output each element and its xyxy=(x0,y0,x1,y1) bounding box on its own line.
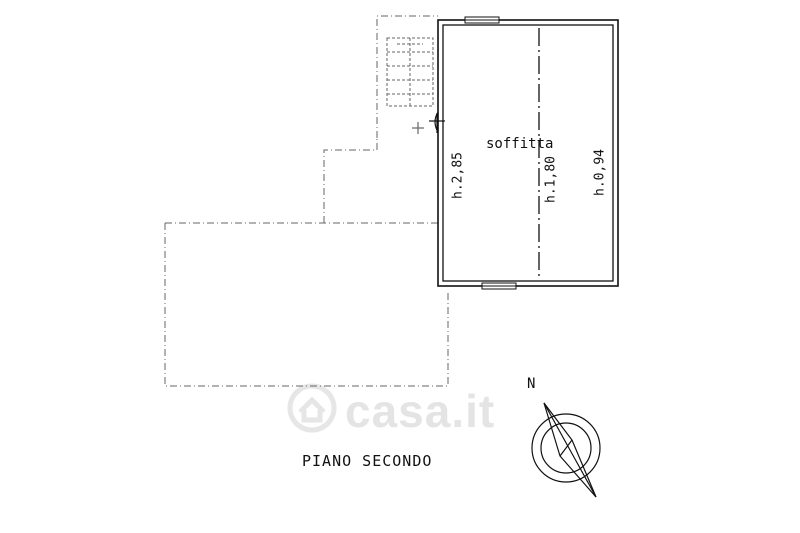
room-name-label: soffitta xyxy=(486,136,554,152)
watermark-text: casa.it xyxy=(345,385,496,437)
height-label-right: h.0,94 xyxy=(592,149,608,196)
height-label-left: h.2,85 xyxy=(450,152,466,199)
room-walls xyxy=(434,19,619,287)
cross-marks xyxy=(412,113,445,134)
watermark-house-icon xyxy=(287,383,337,433)
window-bottom xyxy=(481,282,517,290)
height-label-center: h.1,80 xyxy=(543,156,559,203)
window-top xyxy=(464,16,500,24)
floor-title: PIANO SECONDO xyxy=(302,452,433,470)
stair-icon xyxy=(386,37,434,107)
north-label: N xyxy=(527,376,536,392)
dashed-outline-lower-floor xyxy=(164,15,449,387)
compass-rose-icon xyxy=(531,402,601,498)
